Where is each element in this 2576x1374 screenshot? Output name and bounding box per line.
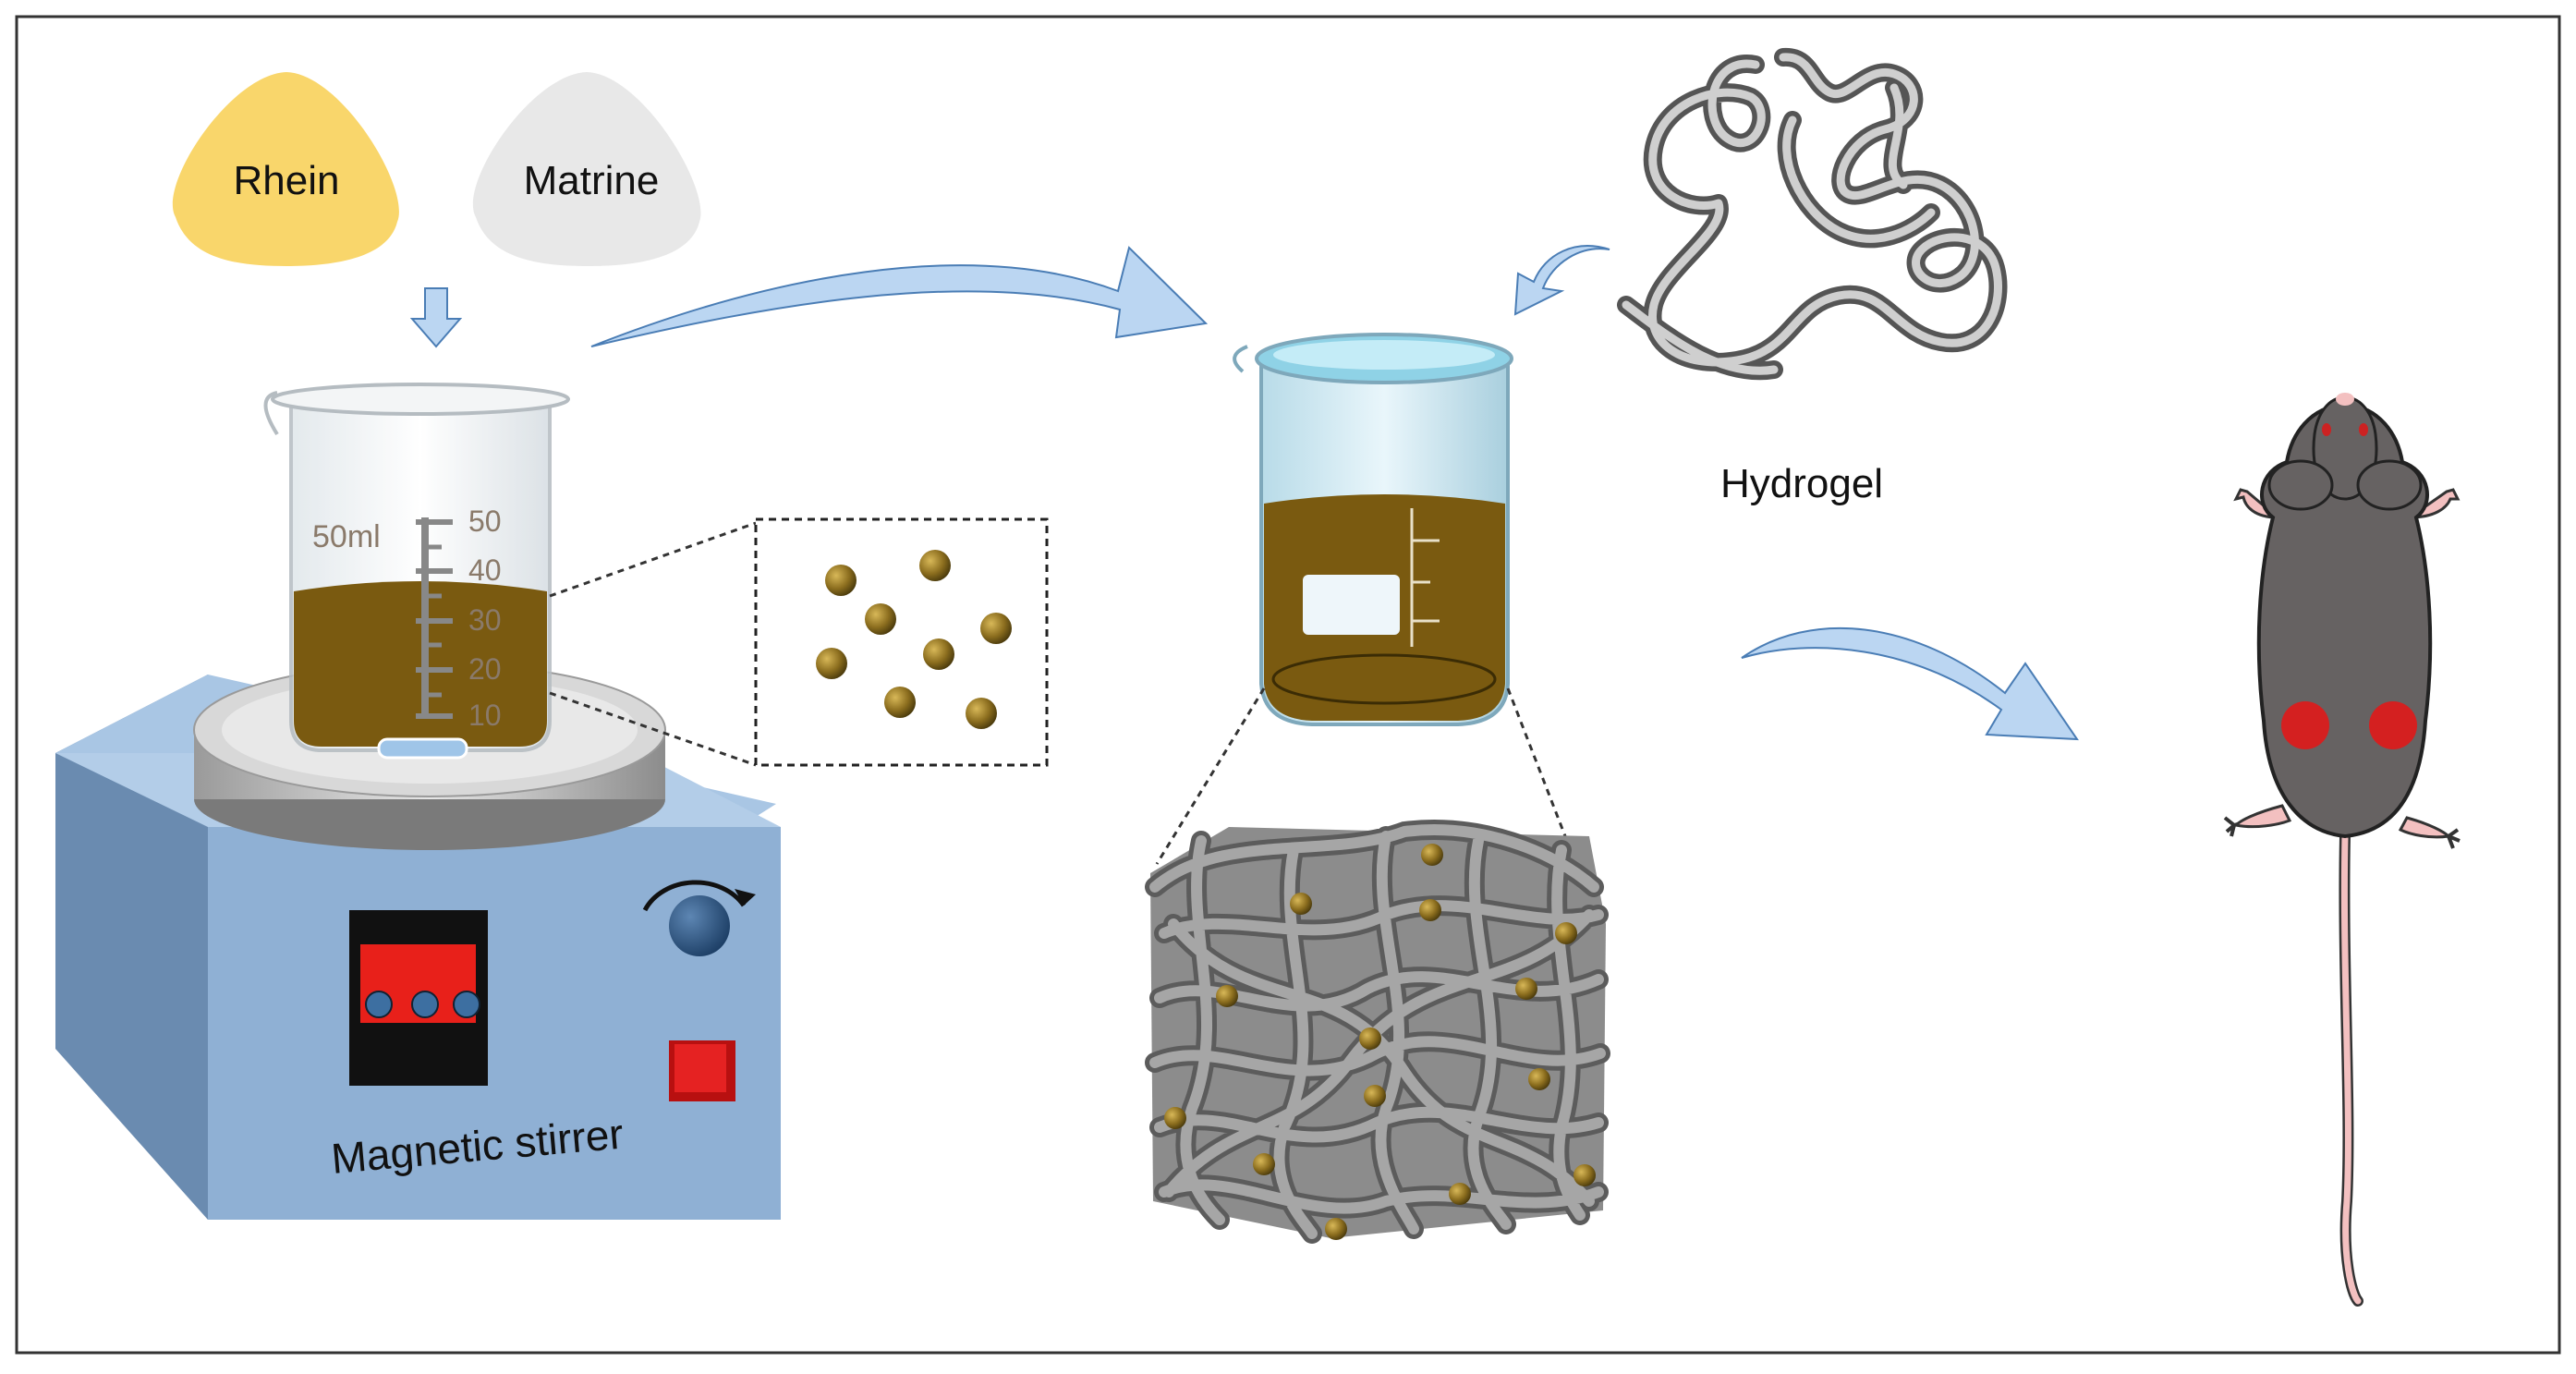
cube-particle xyxy=(1574,1164,1596,1186)
tick-40: 40 xyxy=(468,553,502,587)
particle xyxy=(825,565,857,596)
rhein-shape xyxy=(172,72,399,266)
tick-50: 50 xyxy=(468,505,502,538)
display-dial-3 xyxy=(453,991,480,1018)
beaker-liquid xyxy=(294,581,547,747)
cube-particle xyxy=(1449,1183,1471,1205)
beaker-50ml: 50ml 50 40 30 20 10 xyxy=(263,383,570,760)
tumor-right xyxy=(2369,701,2417,749)
cube-particle xyxy=(1164,1107,1186,1129)
cube-particle xyxy=(1419,899,1441,921)
rotate-arrow-icon xyxy=(642,880,747,912)
matrine-label: Matrine xyxy=(524,158,660,203)
mouse-ear-right xyxy=(2356,459,2423,511)
arrow-from-hydrogel xyxy=(1513,245,1610,316)
cube-particle xyxy=(1421,844,1443,866)
hydrogel-strand xyxy=(1617,48,2008,381)
cube-particle xyxy=(1528,1068,1550,1090)
tick-20: 20 xyxy=(468,652,502,686)
mouse xyxy=(2223,393,2461,1307)
volume-label: 50ml xyxy=(312,519,381,554)
cube-particle xyxy=(1555,922,1577,944)
particle-inset xyxy=(816,550,1012,729)
cube-particle xyxy=(1216,985,1238,1007)
figure-border xyxy=(15,15,2561,1355)
cube-particle xyxy=(1515,978,1537,1000)
tick-30: 30 xyxy=(468,603,502,637)
cube-particle xyxy=(1325,1218,1347,1240)
tumor-left xyxy=(2281,701,2329,749)
mouse-eye-right xyxy=(2359,423,2368,436)
particle xyxy=(980,613,1012,644)
down-arrow xyxy=(409,287,463,348)
particle xyxy=(865,603,896,635)
cube-particle xyxy=(1359,1027,1381,1050)
arrow-to-mouse xyxy=(1741,626,2079,741)
particle xyxy=(816,648,847,679)
beaker-label-patch xyxy=(1303,575,1400,635)
rhein-label: Rhein xyxy=(234,158,340,203)
particle xyxy=(923,638,954,670)
cube-particle xyxy=(1290,893,1312,915)
zoom-line-top xyxy=(549,521,757,598)
stir-bar xyxy=(377,737,468,760)
hydrogel-label: Hydrogel xyxy=(1720,461,1883,506)
particle xyxy=(966,698,997,729)
beaker-hydrogel xyxy=(1233,333,1513,726)
mouse-ear-left xyxy=(2267,459,2334,511)
mouse-eye-left xyxy=(2322,423,2331,436)
cube-particle xyxy=(1253,1153,1275,1175)
tick-10: 10 xyxy=(468,699,502,732)
hydrogel-network-cube xyxy=(1145,820,1610,1244)
cube-particle xyxy=(1364,1085,1386,1107)
display-dial-2 xyxy=(411,991,439,1018)
zoom-line-bottom xyxy=(549,691,757,767)
arrow-to-beaker xyxy=(590,246,1209,347)
display-dial-1 xyxy=(365,991,393,1018)
rhein-pile: Rhein xyxy=(172,72,399,266)
particle xyxy=(884,687,916,718)
matrine-shape xyxy=(472,72,701,266)
cube-zoom-line-left xyxy=(1155,687,1266,865)
speed-knob xyxy=(669,895,730,956)
matrine-pile: Matrine xyxy=(472,72,701,266)
particle xyxy=(919,550,951,581)
